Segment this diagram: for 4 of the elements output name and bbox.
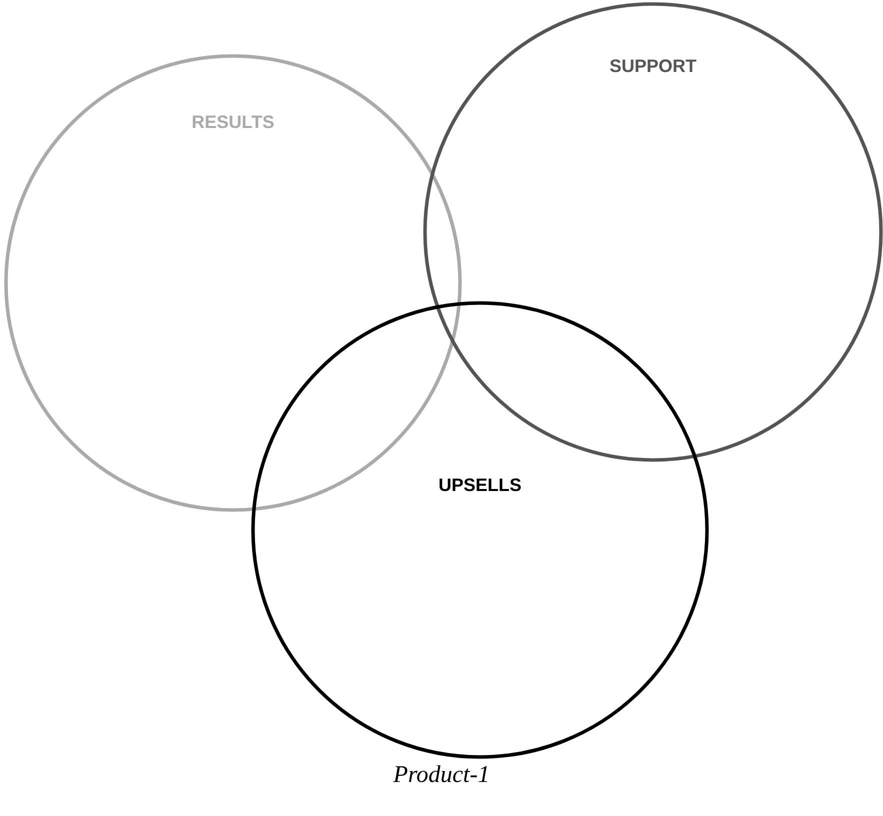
caption: Product-1: [393, 762, 490, 789]
set-label: RESULTS: [192, 112, 274, 133]
set-label: UPSELLS: [438, 475, 522, 496]
set-label: SUPPORT: [609, 56, 696, 77]
